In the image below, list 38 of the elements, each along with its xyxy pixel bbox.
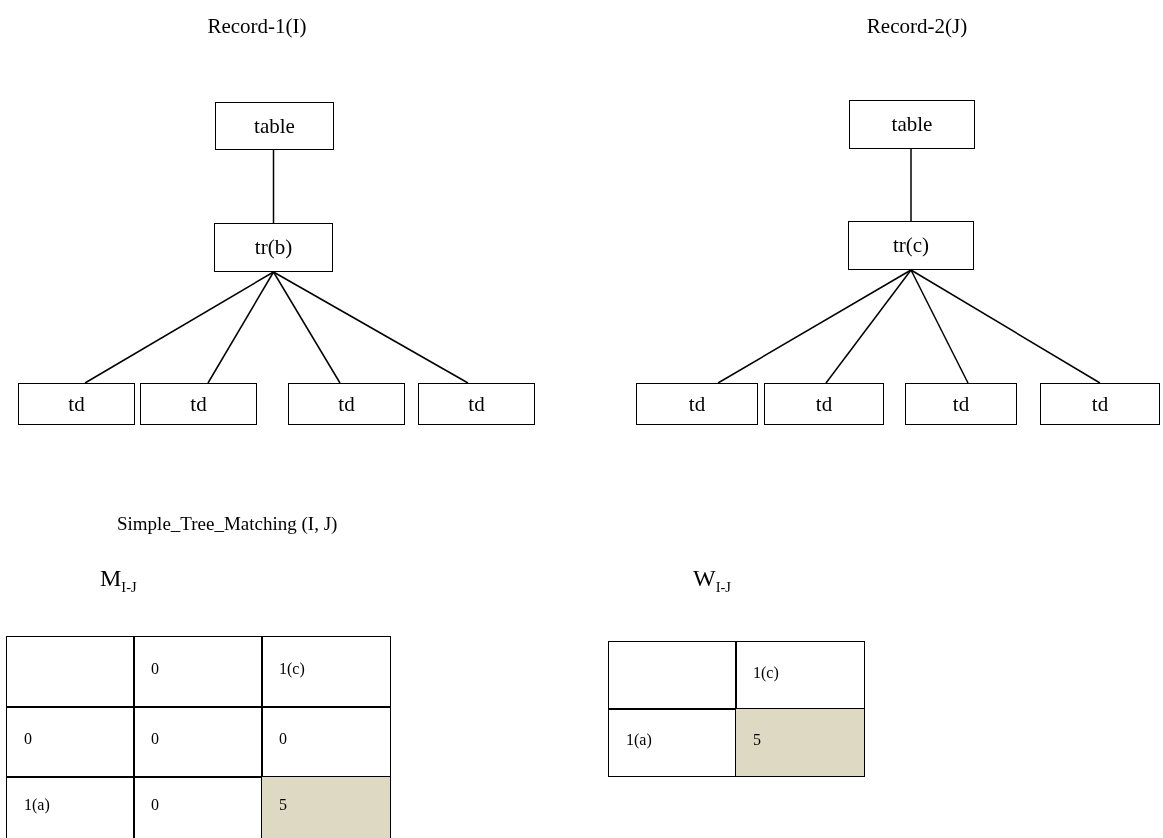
cell-value: 1(c) <box>279 660 305 678</box>
connector-line <box>272 149 275 224</box>
tree-node-box: td <box>418 383 535 425</box>
connector-line <box>910 269 969 384</box>
connector-line <box>910 148 912 222</box>
connector-line <box>207 271 275 384</box>
cell-value: 1(a) <box>24 796 50 814</box>
tree-node-box: tr(c) <box>848 221 974 270</box>
connector-line <box>825 269 912 384</box>
tree-node-box: td <box>636 383 758 425</box>
cell-value: 0 <box>279 730 287 748</box>
tree-node-box: table <box>849 100 975 149</box>
cell-value: 0 <box>151 796 159 814</box>
record-heading: Record-1(I) <box>207 14 307 39</box>
cell-value: 1(a) <box>626 730 652 749</box>
cell-value: 0 <box>151 730 159 748</box>
matrix-title: M$_{I-J}$ <box>100 565 137 596</box>
tree-node-box: td <box>288 383 405 425</box>
tree-node-box: td <box>764 383 884 425</box>
tree-node-box: tr(b) <box>214 223 333 272</box>
connector-line <box>272 271 341 384</box>
cell-value: 5 <box>279 796 287 814</box>
connector-line <box>84 271 275 384</box>
connector-line <box>910 269 1101 384</box>
connector-line <box>717 269 912 384</box>
tree-node-box: td <box>140 383 257 425</box>
tree-node-box: td <box>1040 383 1160 425</box>
connector-line <box>272 271 469 384</box>
record-heading: Record-2(J) <box>866 14 968 39</box>
tree-node-box: table <box>215 102 334 150</box>
matrix-title: W$_{I-J}$ <box>693 565 731 596</box>
cell-value: 5 <box>753 730 761 749</box>
cell-value: 0 <box>151 660 159 678</box>
cell-value: 0 <box>24 730 32 748</box>
algorithm-call-text: Simple_Tree_Matching (I, J) <box>117 513 338 535</box>
tree-node-box: td <box>18 383 135 425</box>
cell-value: 1(c) <box>753 663 779 682</box>
tree-node-box: td <box>905 383 1017 425</box>
